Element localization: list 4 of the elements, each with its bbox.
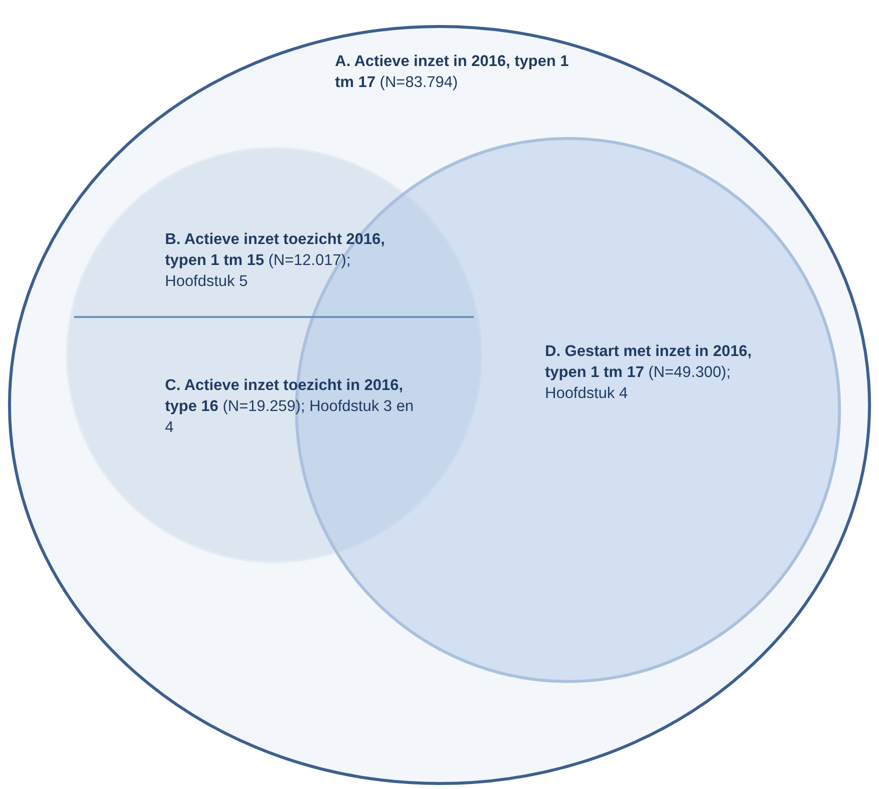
region-label: A. Actieve inzet in 2016, typen 1 tm 17 (N=83.794): [335, 52, 570, 93]
region-label: C. Actieve inzet toezicht in 2016, type 16 (N=19.259); Hoofdstuk 3 en 4: [165, 376, 415, 438]
region-label: D. Gestart met inzet in 2016, typen 1 tm 17 (N=49.300); Hoofdstuk 4: [545, 342, 753, 404]
region-label: B. Actieve inzet toezicht 2016, typen 1 tm 15 (N=12.017); Hoofdstuk 5: [165, 230, 386, 292]
